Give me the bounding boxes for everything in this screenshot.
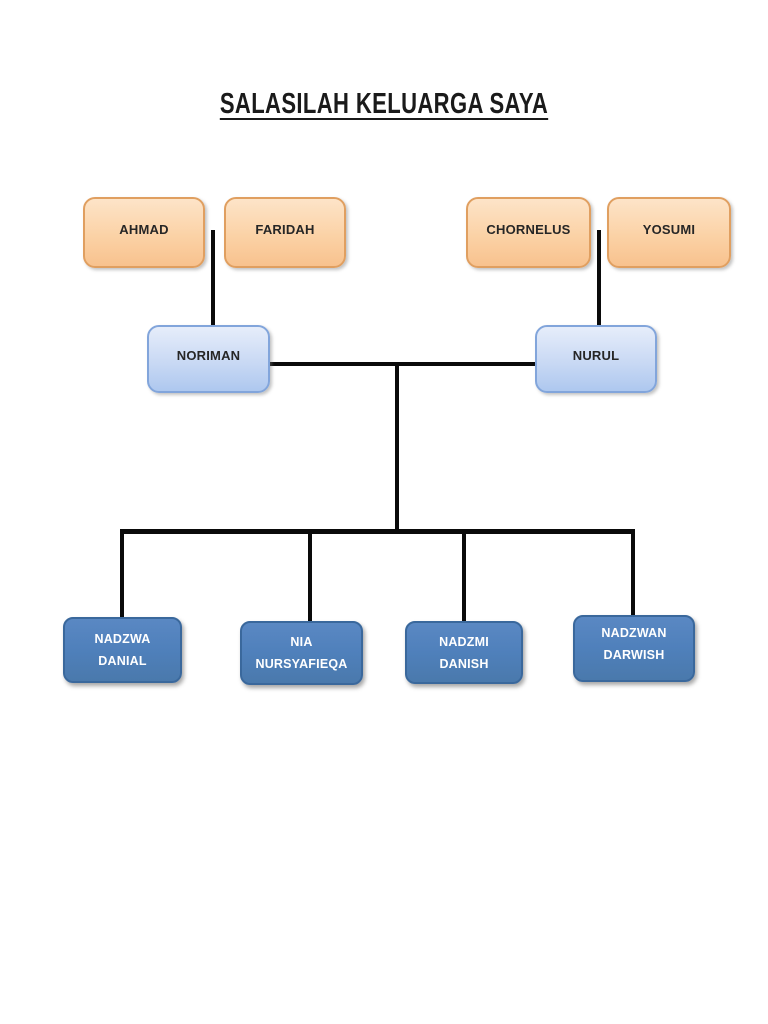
connector-parents-horizontal <box>270 362 537 366</box>
connector-left-couple-drop <box>211 230 215 327</box>
node-label-line1: NIA <box>290 635 313 649</box>
node-label: NURUL <box>572 347 620 363</box>
node-label-line2: DANISH <box>439 656 489 671</box>
node-label: NORIMAN <box>176 347 241 363</box>
node-child-nadzmi-danish: NADZMI DANISH <box>405 621 523 684</box>
node-parent-noriman: NORIMAN <box>147 325 270 393</box>
connector-child4-drop <box>631 531 635 617</box>
node-grandparent-ahmad: AHMAD <box>83 197 205 268</box>
connector-parents-drop <box>395 364 399 533</box>
node-label-line2: NURSYAFIEQA <box>255 657 348 671</box>
node-label: FARIDAH <box>255 222 315 237</box>
node-child-nadzwan-darwish: NADZWAN DARWISH <box>573 615 695 682</box>
node-label-line1: NADZWA <box>94 632 151 646</box>
node-child-nadzwa-danial: NADZWA DANIAL <box>63 617 182 683</box>
connector-child3-drop <box>462 532 466 622</box>
node-child-nia-nursyafieqa: NIA NURSYAFIEQA <box>240 621 363 685</box>
node-grandparent-chornelus: CHORNELUS <box>466 197 591 268</box>
connector-child2-drop <box>308 532 312 622</box>
connector-right-couple-drop <box>597 230 601 327</box>
connector-child1-drop <box>120 531 124 619</box>
node-label: CHORNELUS <box>486 222 571 237</box>
node-parent-nurul: NURUL <box>535 325 657 393</box>
node-label: YOSUMI <box>642 222 696 237</box>
node-label-line2: DANIAL <box>98 654 147 668</box>
page-title: SALASILAH KELUARGA SAYA <box>219 88 549 120</box>
node-label-line1: NADZMI <box>439 634 489 649</box>
node-label: AHMAD <box>119 222 169 237</box>
node-grandparent-faridah: FARIDAH <box>224 197 346 268</box>
connector-children-bar <box>120 529 635 534</box>
node-grandparent-yosumi: YOSUMI <box>607 197 731 268</box>
node-label-line2: DARWISH <box>603 647 665 662</box>
node-label-line1: NADZWAN <box>601 625 667 640</box>
